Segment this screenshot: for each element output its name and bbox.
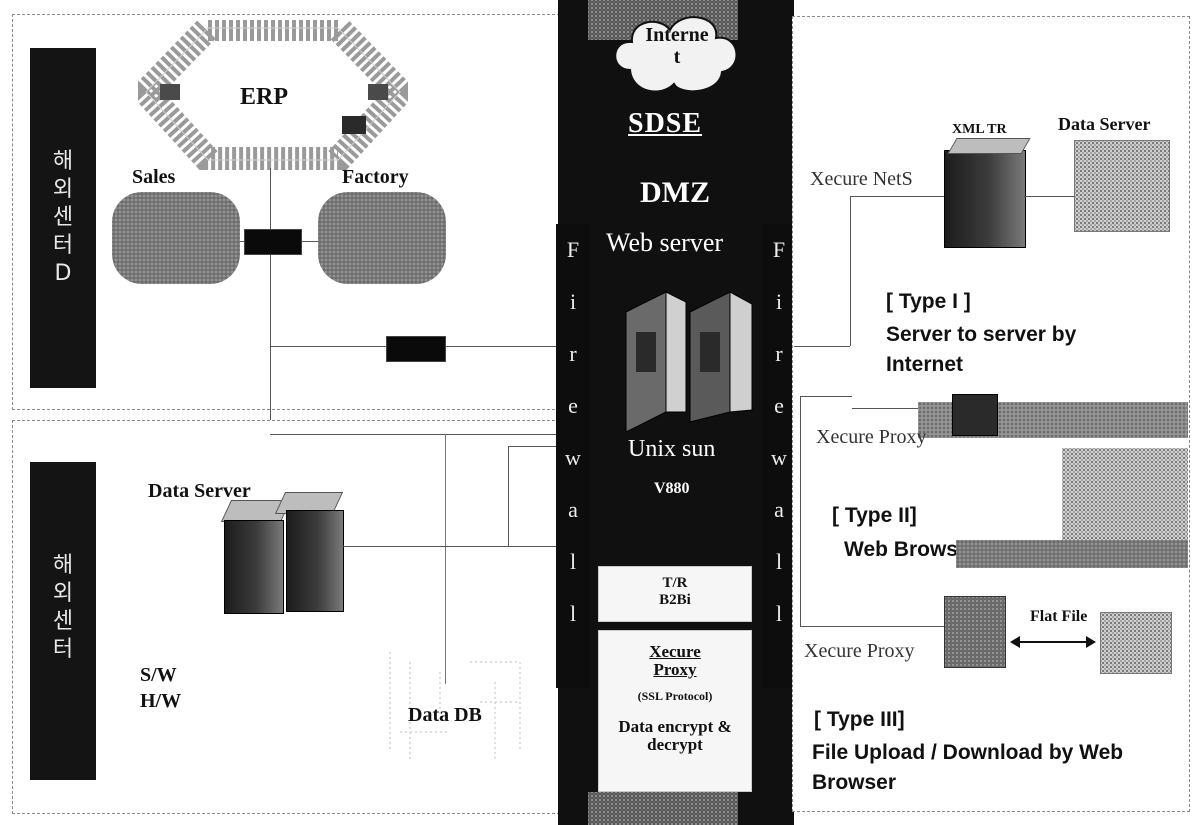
web-browser-scene-icon (1062, 448, 1188, 548)
sdse-label: SDSE (628, 108, 702, 140)
web-server-label: Web server (606, 228, 723, 258)
router-box (386, 336, 446, 362)
data-server-icon (224, 520, 284, 614)
flat-file-label: Flat File (1030, 608, 1087, 626)
b2bi-label: B2Bi (599, 592, 751, 609)
data-server-link-top (508, 446, 562, 447)
xecure-proxy2-label: Xecure Proxy (804, 640, 915, 663)
data-server-link-v (508, 446, 509, 546)
hw-label: H/W (140, 690, 181, 713)
xecure-proxy1-label: Xecure Proxy (816, 426, 927, 449)
xml-tr-server-top (947, 138, 1030, 154)
browser-bar-icon (956, 540, 1188, 568)
data-server-icon-2 (286, 510, 344, 612)
type1-desc: Server to server by Internet (886, 320, 1136, 380)
erp-connector (270, 168, 271, 436)
sales-label: Sales (132, 166, 175, 189)
proxy1-link-v (800, 396, 801, 626)
nets-link-top (850, 196, 944, 197)
encrypt-label: Data encrypt & decrypt (599, 718, 751, 754)
type2-title: [ Type II] (832, 504, 917, 528)
tr-label: T/R (599, 575, 751, 592)
xml-tr-label: XML TR (952, 122, 1007, 138)
type3-title: [ Type III] (814, 708, 905, 732)
client-pc-icon (944, 596, 1006, 668)
top-left-side-label: 해 외 센 터 D (30, 48, 96, 388)
xecure-proxy-label: Xecure Proxy (640, 643, 710, 679)
xecure-nets-label: Xecure NetS (810, 168, 913, 191)
data-db-label: Data DB (408, 704, 482, 727)
bottom-network-line-h (270, 434, 560, 435)
proxy1-link-h (800, 396, 852, 397)
ssl-label: (SSL Protocol) (599, 689, 751, 704)
model-label: V880 (654, 480, 690, 498)
proxy2-link-h (800, 626, 948, 627)
unix-label: Unix sun (628, 436, 715, 463)
bottom-left-side-label: 해 외 센 터 (30, 462, 96, 780)
factory-cluster-icon (318, 192, 446, 284)
nets-link-h (794, 346, 850, 347)
file-server-icon (1100, 612, 1172, 674)
right-data-server-icon (1074, 140, 1170, 232)
tr-b2bi-box: T/R B2Bi (598, 566, 752, 622)
sales-cluster-icon (112, 192, 240, 284)
proxy1-link-h2 (852, 408, 918, 409)
flat-file-arrow-icon (1010, 632, 1096, 652)
xml-data-link (1024, 196, 1074, 197)
sw-label: S/W (140, 664, 177, 687)
hub-switch (244, 229, 302, 255)
unix-server-icon (606, 272, 766, 432)
type3-desc: File Upload / Download by Web Browser (812, 738, 1152, 798)
factory-label: Factory (342, 166, 409, 189)
type1-title: [ Type I ] (886, 290, 971, 314)
erp-label: ERP (240, 84, 288, 111)
proxy1-device-icon (952, 394, 998, 436)
dmz-label: DMZ (640, 176, 710, 210)
internet-label: Interne t (622, 24, 732, 68)
right-data-server-label: Data Server (1058, 114, 1150, 135)
data-server-link (342, 546, 562, 547)
xecure-proxy-box: Xecure Proxy (SSL Protocol) Data encrypt… (598, 630, 752, 792)
dmz-column-bottom-noise (588, 792, 738, 825)
nets-link-v (850, 196, 851, 346)
xml-tr-server-icon (944, 150, 1026, 248)
